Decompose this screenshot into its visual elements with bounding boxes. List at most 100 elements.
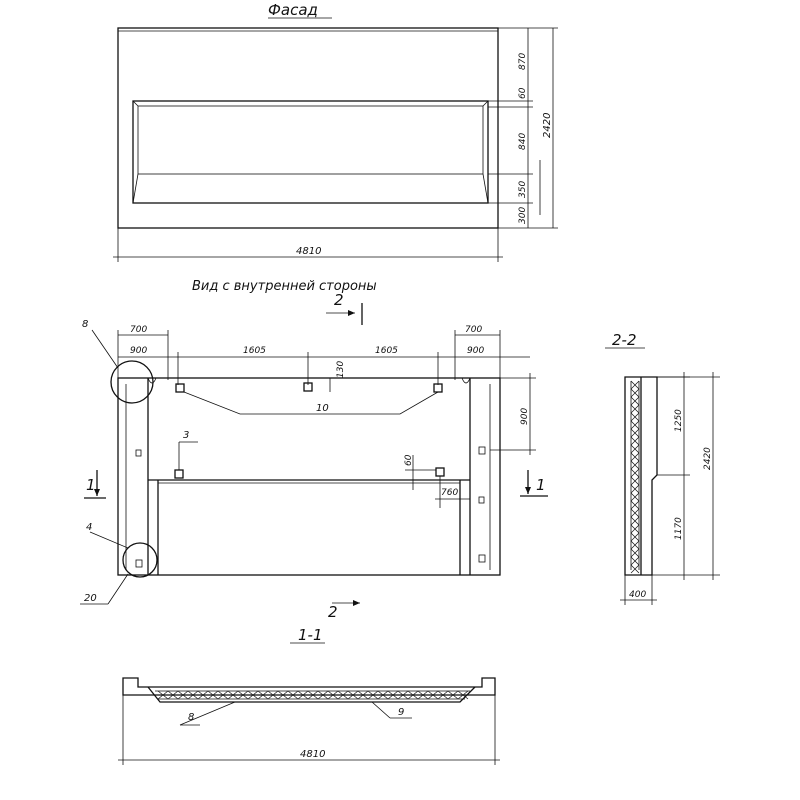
hatch-stroke [207,690,219,700]
section-1-1-callout-9: 9 [398,707,404,718]
leader-10 [183,391,439,415]
embedded-plate [303,382,313,392]
inner-dim-60: 60 [404,454,414,466]
hatch-stroke [437,690,449,700]
right-corner-notch [461,377,471,384]
hatch-stroke [630,532,640,542]
embedded-plate [435,467,445,477]
hatch-stroke [630,436,640,446]
facade-window-opening [132,100,489,204]
hatch-stroke [257,690,269,700]
section-2-2-insulation-hatch [630,380,640,574]
section-1-left-label: 1 [86,476,96,494]
inner-dim-900-left: 900 [130,346,147,356]
section-1-right-label: 1 [536,476,546,494]
section-2-top-label: 2 [334,291,344,309]
section-1-left-arrowhead [94,489,100,496]
section-2-2-title: 2-2 [612,331,637,349]
facade-window-sill [132,173,139,204]
hatch-stroke [630,500,640,510]
inner-dim-900-vert: 900 [520,408,530,425]
section-2-2: 2-2 1250 1170 2420 400 [605,331,720,605]
facade-window-inner [137,105,484,175]
facade-dim-4810: 4810 [296,246,321,257]
inner-dim-1605-right: 1605 [375,346,398,356]
section-2-2-dim-2420: 2420 [703,447,713,470]
facade-view: Фасад 870 60 840 350 300 2420 4810 [113,1,558,262]
facade-title: Фасад [268,1,318,19]
hatch-stroke [630,556,640,566]
inner-dim-760: 760 [441,488,458,498]
callout-3: 3 [183,430,189,441]
callout-10: 10 [316,403,329,414]
detail-circle-20 [122,542,158,578]
facade-dim-350: 350 [518,181,528,198]
hatch-stroke [630,564,640,574]
inner-dim-900-right: 900 [467,346,484,356]
facade-window-sill [482,173,489,204]
facade-window-corner [132,100,139,107]
facade-outline [117,27,499,229]
section-2-2-dim-1250: 1250 [674,409,684,432]
hatch-stroke [630,428,640,438]
facade-dim-840: 840 [518,133,528,150]
hatch-stroke [630,420,640,430]
hatch-stroke [277,690,289,700]
rib-insert [135,559,143,568]
section-2-bottom-arrowhead [353,600,360,606]
embedded-plate [174,469,184,479]
hatch-stroke [357,690,369,700]
hatch-stroke [630,548,640,558]
facade-dim-60: 60 [518,87,528,99]
hatch-stroke [630,388,640,398]
section-1-1-callout-8: 8 [188,712,194,723]
inner-view: Вид с внутренней стороны 2 700 900 1605 … [80,279,548,621]
inner-panel-outline [117,377,501,576]
hatch-stroke [427,690,439,700]
hatch-stroke [187,690,199,700]
hatch-stroke [317,690,329,700]
embedded-plate [175,383,185,393]
hatch-stroke [367,690,379,700]
hatch-stroke [630,468,640,478]
hatch-stroke [630,492,640,502]
rib-insert [135,449,142,457]
rib-insert [478,446,486,455]
callout-20: 20 [84,593,97,604]
hatch-stroke [630,452,640,462]
callout-8: 8 [82,319,88,330]
hatch-stroke [630,412,640,422]
hatch-stroke [177,690,189,700]
hatch-stroke [630,460,640,470]
hatch-stroke [327,690,339,700]
hatch-stroke [630,444,640,454]
hatch-stroke [630,396,640,406]
leader-20 [107,573,129,605]
hatch-stroke [237,690,249,700]
hatch-stroke [630,476,640,486]
hatch-stroke [247,690,259,700]
hatch-stroke [197,690,209,700]
hatch-stroke [387,690,399,700]
hatch-stroke [227,690,239,700]
section-2-2-dim-400: 400 [629,590,646,600]
rib-insert [478,554,486,563]
inner-dim-700-left: 700 [130,325,147,335]
section-1-right-arrowhead [525,487,531,494]
section-2-top-arrowhead [348,310,355,316]
leader-8 [91,329,119,369]
hatch-stroke [407,690,419,700]
hatch-stroke [347,690,359,700]
facade-dim-300: 300 [518,207,528,224]
hatch-stroke [630,404,640,414]
hatch-stroke [630,508,640,518]
hatch-stroke [377,690,389,700]
section-1-1-outline [122,677,496,696]
facade-dim-2420: 2420 [542,113,553,138]
hatch-stroke [297,690,309,700]
leader-section-1-1-9 [371,701,391,719]
hatch-stroke [630,516,640,526]
facade-window-corner [482,100,489,107]
facade-dim-870: 870 [518,53,528,70]
